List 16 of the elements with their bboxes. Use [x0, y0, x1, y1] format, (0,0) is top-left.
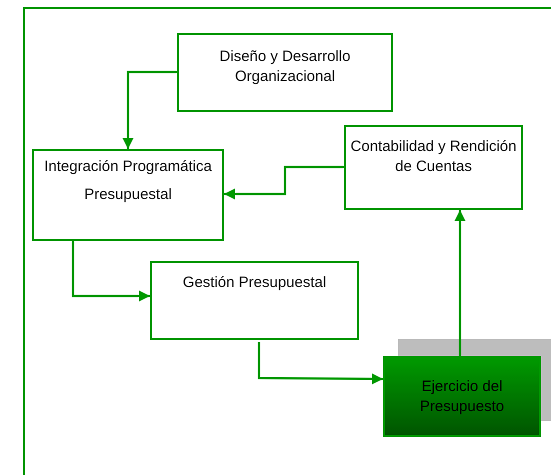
highlighted-process-box — [383, 356, 541, 437]
arrow — [258, 342, 383, 384]
process-box — [344, 125, 523, 210]
node-label: Integración Programática — [44, 157, 212, 177]
node-label: Ejercicio del Presupuesto — [418, 376, 506, 416]
node-label: Diseño y Desarrollo Organizacional — [218, 47, 352, 87]
arrow — [454, 210, 466, 356]
arrow — [122, 70, 177, 149]
node-label: Contabilidad y Rendición de Cuentas — [350, 137, 518, 177]
arrow — [72, 241, 150, 302]
process-box — [177, 33, 393, 112]
process-box — [150, 261, 359, 340]
arrow — [224, 166, 344, 200]
node-label: Presupuestal — [84, 185, 172, 205]
process-box — [32, 149, 224, 241]
node-label: Gestión Presupuestal — [182, 273, 326, 293]
